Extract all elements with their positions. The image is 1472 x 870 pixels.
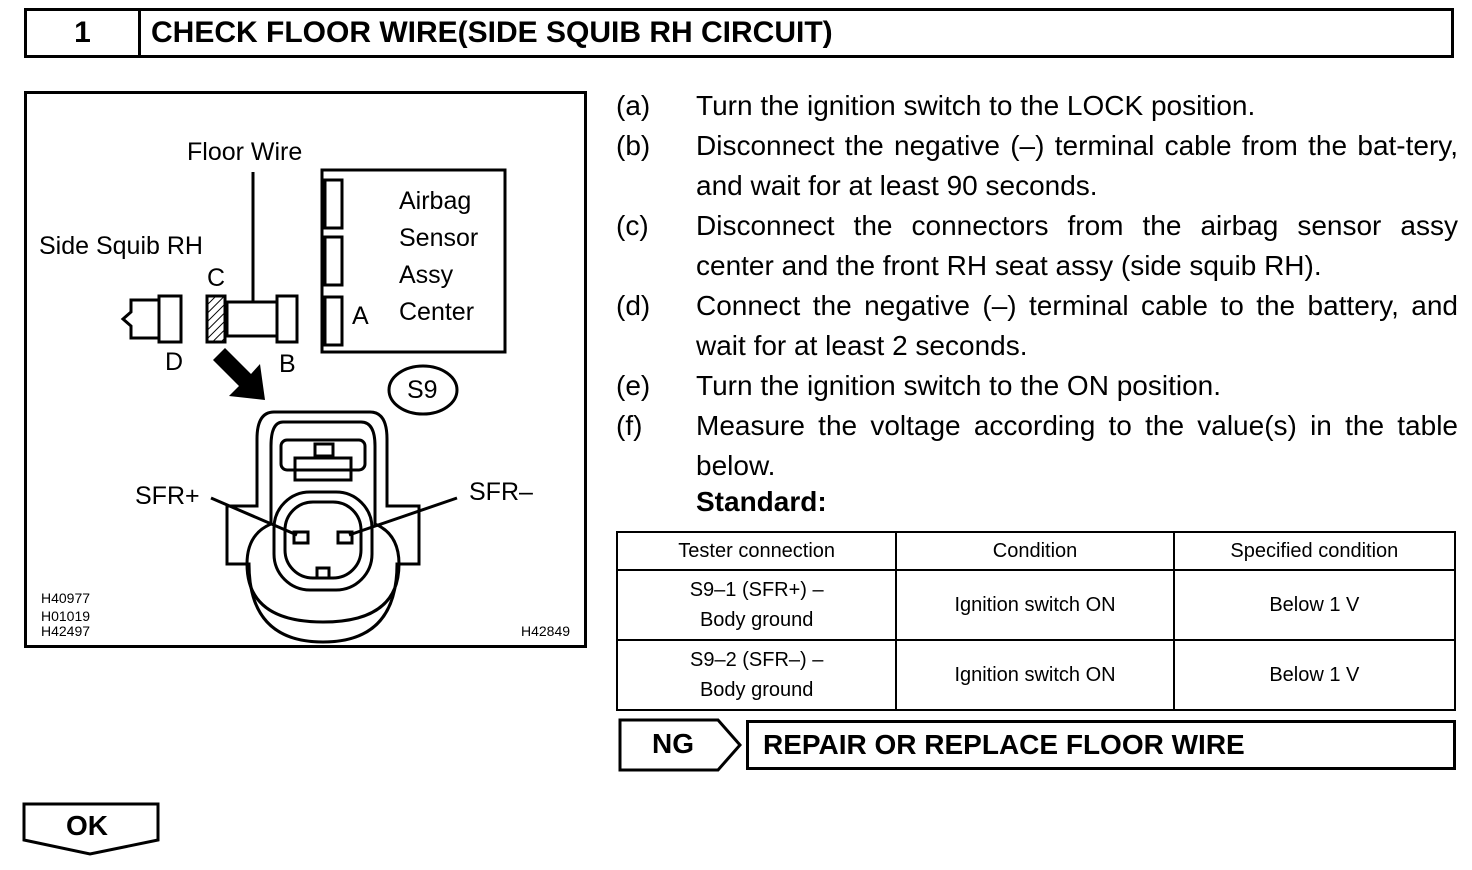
connector-c — [205, 294, 227, 344]
column-header: Condition — [895, 531, 1175, 571]
step-letter: (b) — [616, 130, 651, 161]
ng-label: NG — [652, 728, 694, 759]
tester-connection-line: S9–2 (SFR–) – — [689, 649, 824, 671]
sfr-minus-label: SFR– — [469, 478, 533, 506]
ok-label: OK — [66, 810, 108, 841]
condition-cell: Ignition switch ON — [895, 639, 1175, 711]
step-text: Measure the voltage according to the val… — [696, 410, 1458, 481]
tester-connection-cell: S9–2 (SFR–) – Body ground — [615, 639, 898, 711]
step-item: (b) Disconnect the negative (–) terminal… — [616, 126, 1458, 206]
connector-b-label: B — [279, 350, 296, 378]
tester-connection-cell: S9–1 (SFR+) – Body ground — [615, 569, 898, 641]
tester-connection-line: Body ground — [699, 609, 814, 631]
table-header-row: Tester connection Condition Specified co… — [615, 531, 1457, 571]
section-title: CHECK FLOOR WIRE(SIDE SQUIB RH CIRCUIT) — [151, 16, 833, 49]
spec-cell: Below 1 V — [1172, 639, 1457, 711]
step-letter: (d) — [616, 290, 651, 321]
condition-cell: Ignition switch ON — [895, 569, 1175, 641]
figure-code-right: H42849 — [521, 623, 571, 639]
sensor-label-2: Sensor — [399, 224, 479, 252]
step-letter: (a) — [616, 90, 651, 121]
tester-connection-line: Body ground — [699, 679, 814, 701]
table-row: S9–1 (SFR+) – Body ground Ignition switc… — [615, 569, 1457, 641]
tester-connection-line: S9–1 (SFR+) – — [689, 579, 824, 601]
step-item: (c) Disconnect the connectors from the a… — [616, 206, 1458, 286]
figure-code: H40977 — [41, 590, 91, 606]
section-header: 1 CHECK FLOOR WIRE(SIDE SQUIB RH CIRCUIT… — [24, 8, 1454, 58]
standard-label: Standard: — [696, 486, 827, 517]
sensor-label-1: Airbag — [399, 187, 472, 215]
step-item: (d) Connect the negative (–) terminal ca… — [616, 286, 1458, 366]
connector-d-label: D — [165, 348, 184, 376]
step-item: (a) Turn the ignition switch to the LOCK… — [616, 86, 1458, 126]
step-text: Disconnect the negative (–) terminal cab… — [696, 130, 1458, 201]
step-letter: (c) — [616, 210, 649, 241]
step-item: (e) Turn the ignition switch to the ON p… — [616, 366, 1458, 406]
sensor-label-3: Assy — [399, 261, 454, 289]
column-header: Specified condition — [1172, 531, 1457, 571]
ok-arrow-box — [22, 802, 160, 856]
step-text: Disconnect the connectors from the airba… — [696, 210, 1458, 281]
spec-table: Tester connection Condition Specified co… — [615, 531, 1457, 711]
connector-c-label: C — [207, 264, 226, 292]
column-header: Tester connection — [615, 531, 898, 571]
connector-diagram — [120, 168, 507, 644]
side-squib-label: Side Squib RH — [39, 232, 203, 260]
wiring-illustration: Floor Wire Side Squib RH Airbag Sensor A… — [24, 91, 587, 648]
table-row: S9–2 (SFR–) – Body ground Ignition switc… — [615, 639, 1457, 711]
step-text: Turn the ignition switch to the LOCK pos… — [696, 90, 1256, 121]
ng-action: REPAIR OR REPLACE FLOOR WIRE — [746, 720, 1456, 770]
sensor-box — [320, 168, 507, 354]
floor-wire-label: Floor Wire — [187, 138, 303, 166]
ng-arrow-box — [618, 718, 742, 772]
spec-cell: Below 1 V — [1172, 569, 1457, 641]
arrow-icon — [213, 348, 265, 400]
procedure-steps: (a) Turn the ignition switch to the LOCK… — [616, 86, 1458, 486]
step-text: Connect the negative (–) terminal cable … — [696, 290, 1458, 361]
step-item: (f) Measure the voltage according to the… — [616, 406, 1458, 486]
sfr-plus-label: SFR+ — [135, 482, 200, 510]
step-letter: (f) — [616, 410, 643, 441]
step-text: Turn the ignition switch to the ON posit… — [696, 370, 1221, 401]
step-letter: (e) — [616, 370, 651, 401]
connector-a-label: A — [352, 302, 369, 330]
sensor-label-4: Center — [399, 298, 475, 326]
step-number: 1 — [27, 11, 141, 55]
connector-id-label: S9 — [407, 376, 438, 404]
figure-code: H42497 — [41, 623, 91, 639]
figure-code: H01019 — [41, 608, 91, 624]
